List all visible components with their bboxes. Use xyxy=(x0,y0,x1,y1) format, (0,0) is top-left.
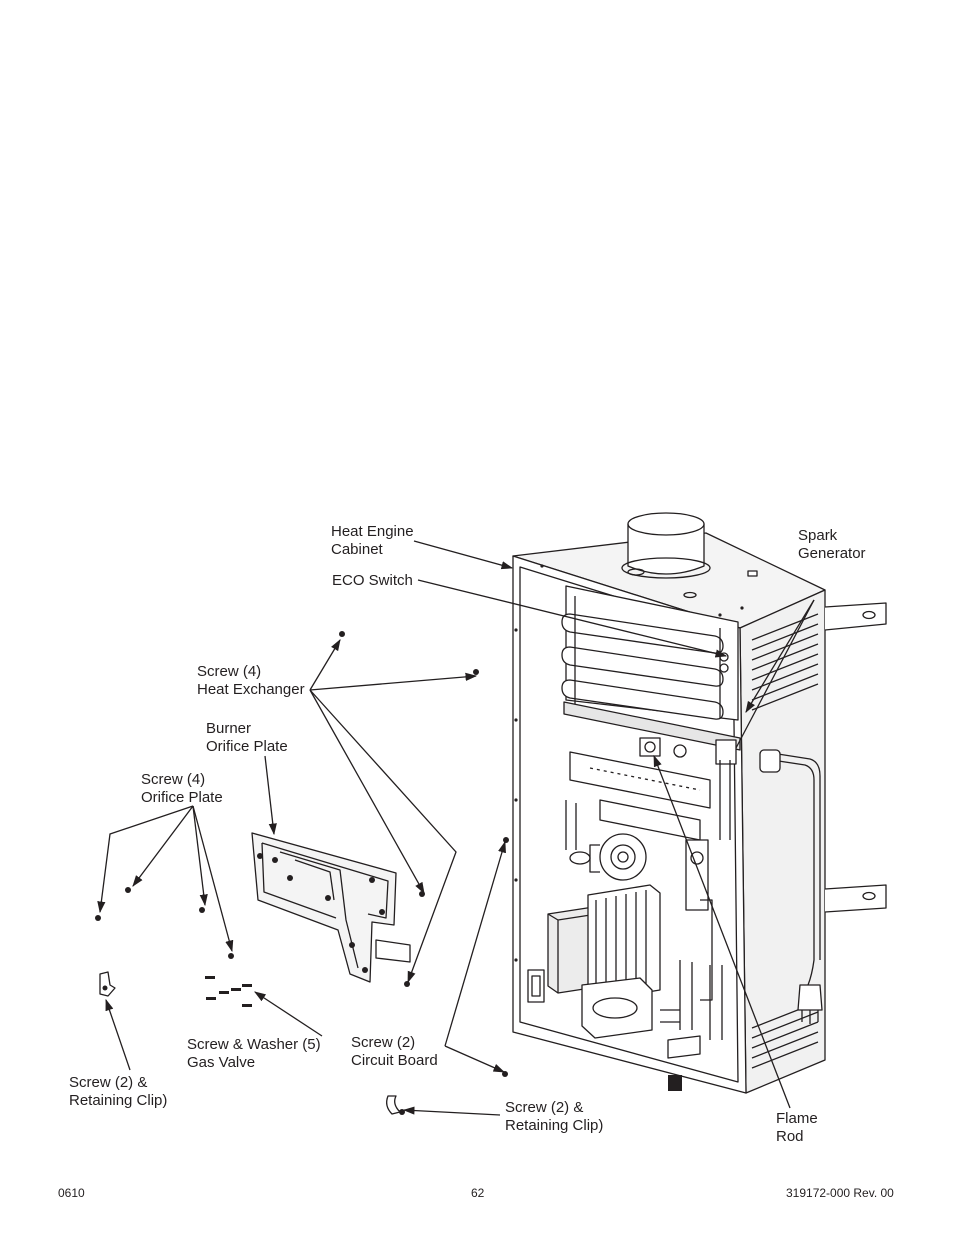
label-line: Screw (2) & xyxy=(505,1099,584,1116)
mounting-bracket-bottom xyxy=(824,884,887,913)
spark-generator-body xyxy=(715,739,737,840)
label-screw-circuit-board: Screw (2) Circuit Board xyxy=(351,1034,438,1070)
retaining-clip-left xyxy=(99,971,116,997)
power-cord xyxy=(759,749,823,1024)
label-line: Rod xyxy=(776,1128,804,1145)
label-line: Screw (2) & xyxy=(69,1074,148,1091)
label-line: Heat Exchanger xyxy=(197,681,305,698)
label-line: Orifice Plate xyxy=(141,789,223,806)
label-line: Retaining Clip) xyxy=(69,1092,168,1109)
label-line: Circuit Board xyxy=(351,1052,438,1069)
footer-doc-number: 319172-000 Rev. 00 xyxy=(786,1186,894,1200)
label-eco-switch: ECO Switch xyxy=(332,572,413,589)
label-line: Screw & Washer (5) xyxy=(187,1036,321,1053)
label-line: Spark xyxy=(798,527,838,544)
label-screw-retaining-clip-left: Screw (2) & Retaining Clip) xyxy=(69,1074,167,1110)
retaining-clip-bottom xyxy=(386,1095,405,1115)
heat-exchanger xyxy=(561,585,739,721)
footer-page-number: 62 xyxy=(471,1186,485,1200)
label-line: Flame xyxy=(776,1110,818,1127)
label-line: Generator xyxy=(798,545,866,562)
side-louvres xyxy=(751,613,819,1069)
label-spark-generator: Spark Generator xyxy=(798,527,866,563)
circuit-board-connector xyxy=(527,969,545,1003)
label-line: Screw (2) xyxy=(351,1034,416,1051)
mounting-bracket-top xyxy=(824,602,887,631)
label-screw-washer-gas-valve: Screw & Washer (5) Gas Valve xyxy=(187,1036,321,1072)
label-line: Gas Valve xyxy=(187,1054,256,1071)
label-line: Cabinet xyxy=(331,541,383,558)
label-line: Orifice Plate xyxy=(206,738,288,755)
label-screw-orifice-plate: Screw (4) Orifice Plate xyxy=(141,771,223,807)
label-line: Retaining Clip) xyxy=(505,1117,604,1134)
label-line: Heat Engine xyxy=(331,523,414,540)
label-screw-heat-exchanger: Screw (4) Heat Exchanger xyxy=(197,663,305,699)
combustion-fan xyxy=(569,833,647,881)
leader-lines xyxy=(97,540,815,1116)
label-line: Burner xyxy=(206,720,252,737)
burner-assembly xyxy=(563,701,741,841)
label-heat-engine-cabinet: Heat Engine Cabinet xyxy=(331,523,414,559)
label-screw-retaining-clip-bottom: Screw (2) & Retaining Clip) xyxy=(505,1099,603,1135)
footer-date-code: 0610 xyxy=(58,1186,85,1200)
label-line: Screw (4) xyxy=(197,663,262,680)
vent-pipe xyxy=(621,512,711,579)
label-burner-orifice-plate: Burner Orifice Plate xyxy=(206,720,288,756)
gas-valve xyxy=(581,839,713,1059)
burner-orifice-plate xyxy=(251,832,411,983)
label-line: Screw (4) xyxy=(141,771,206,788)
loose-screws xyxy=(95,631,509,1077)
label-flame-rod: Flame Rod xyxy=(776,1110,818,1146)
water-pipes xyxy=(565,800,723,1091)
